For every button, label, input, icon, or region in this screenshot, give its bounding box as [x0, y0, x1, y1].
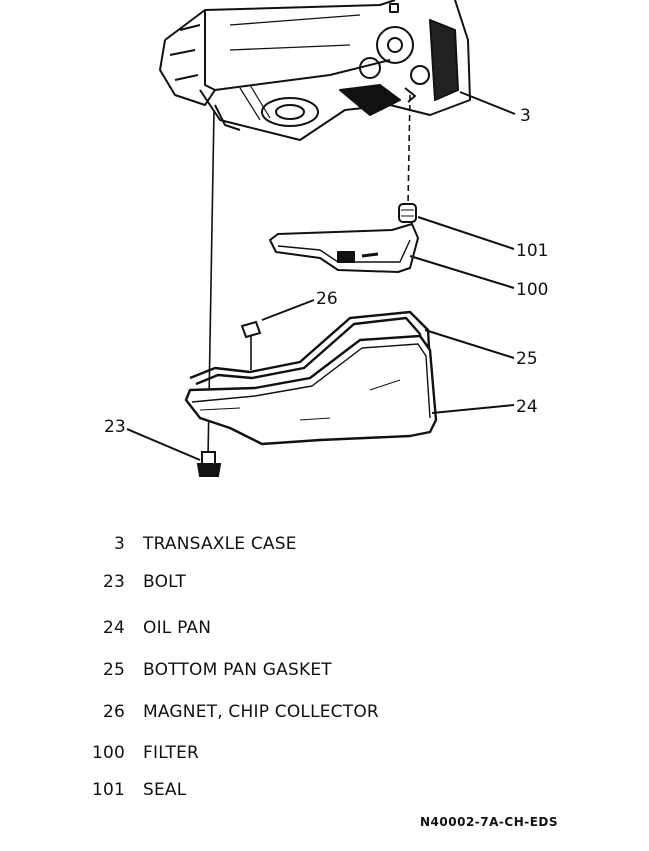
- legend-description: MAGNET, CHIP COLLECTOR: [143, 702, 379, 722]
- legend-number: 25: [102, 660, 125, 680]
- legend-row: 3 TRANSAXLE CASE: [0, 534, 649, 560]
- leader-lines: [126, 91, 516, 461]
- legend-description: SEAL: [143, 780, 187, 800]
- callout-23: 23: [104, 417, 126, 437]
- legend-description: BOTTOM PAN GASKET: [143, 660, 332, 680]
- legend-number: 101: [91, 780, 125, 800]
- bolt-drawing: [196, 451, 222, 477]
- legend-number: 26: [102, 702, 125, 722]
- legend-description: OIL PAN: [143, 618, 212, 638]
- callout-3: 3: [520, 106, 531, 126]
- legend-number: 24: [102, 618, 125, 638]
- callout-25: 25: [516, 349, 538, 369]
- exploded-view-diagram: 3 101 100 26 25 24 23: [104, 0, 548, 477]
- callout-24: 24: [516, 397, 538, 417]
- legend-description: TRANSAXLE CASE: [143, 534, 297, 554]
- callout-26: 26: [316, 289, 338, 309]
- document-code: N40002-7A-CH-EDS: [420, 815, 559, 829]
- legend-row: 26 MAGNET, CHIP COLLECTOR: [0, 702, 649, 728]
- legend-row: 23 BOLT: [0, 572, 649, 598]
- legend-row: 100 FILTER: [0, 743, 649, 769]
- legend-number: 3: [113, 534, 125, 554]
- legend-row: 101 SEAL: [0, 780, 649, 806]
- legend-description: FILTER: [143, 743, 200, 763]
- legend-row: 24 OIL PAN: [0, 618, 649, 644]
- oil-pan-drawing: [184, 334, 438, 446]
- magnet-drawing: [240, 320, 262, 339]
- callout-101: 101: [516, 241, 548, 261]
- legend-number: 23: [102, 572, 125, 592]
- callout-100: 100: [516, 280, 548, 300]
- filter-drawing: [269, 223, 419, 273]
- legend-description: BOLT: [143, 572, 187, 592]
- legend-number: 100: [91, 743, 125, 763]
- seal-drawing: [398, 203, 417, 223]
- transaxle-case-drawing: [159, 0, 471, 141]
- legend-row: 25 BOTTOM PAN GASKET: [0, 660, 649, 686]
